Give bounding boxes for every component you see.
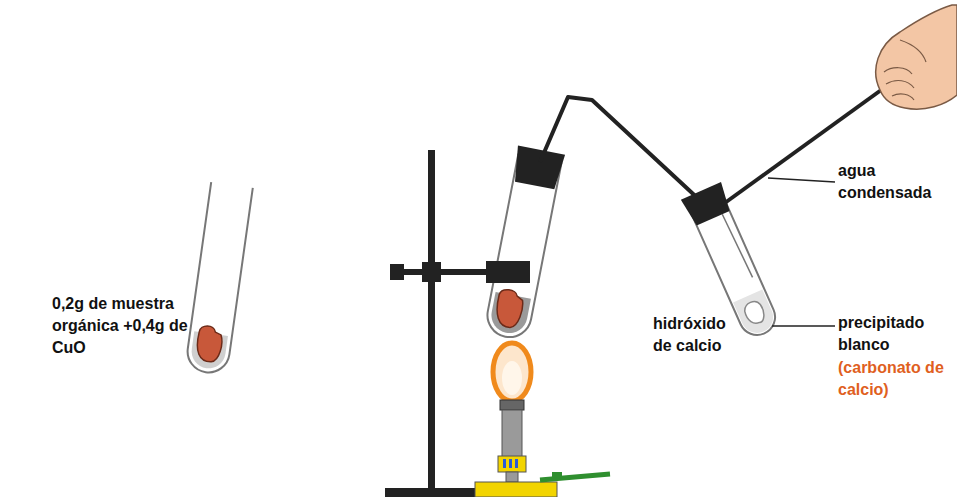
water-label: agua condensada — [838, 160, 948, 204]
clamp — [486, 261, 530, 283]
hand — [876, 5, 957, 109]
precipitate-label: precipitado blanco — [838, 312, 948, 356]
sample-label: 0,2g de muestra orgánica +0,4g de CuO — [52, 293, 202, 359]
reagent-label: hidróxido de calcio — [653, 313, 748, 357]
heated-test-tube — [482, 146, 565, 342]
ring-stand — [385, 150, 502, 497]
product-label: (carbonato de calcio) — [838, 357, 948, 401]
sample-test-tube — [185, 182, 253, 375]
leader-line — [768, 178, 835, 182]
bunsen-burner — [475, 343, 610, 497]
leader-line — [772, 325, 835, 327]
delivery-tube — [540, 97, 752, 318]
